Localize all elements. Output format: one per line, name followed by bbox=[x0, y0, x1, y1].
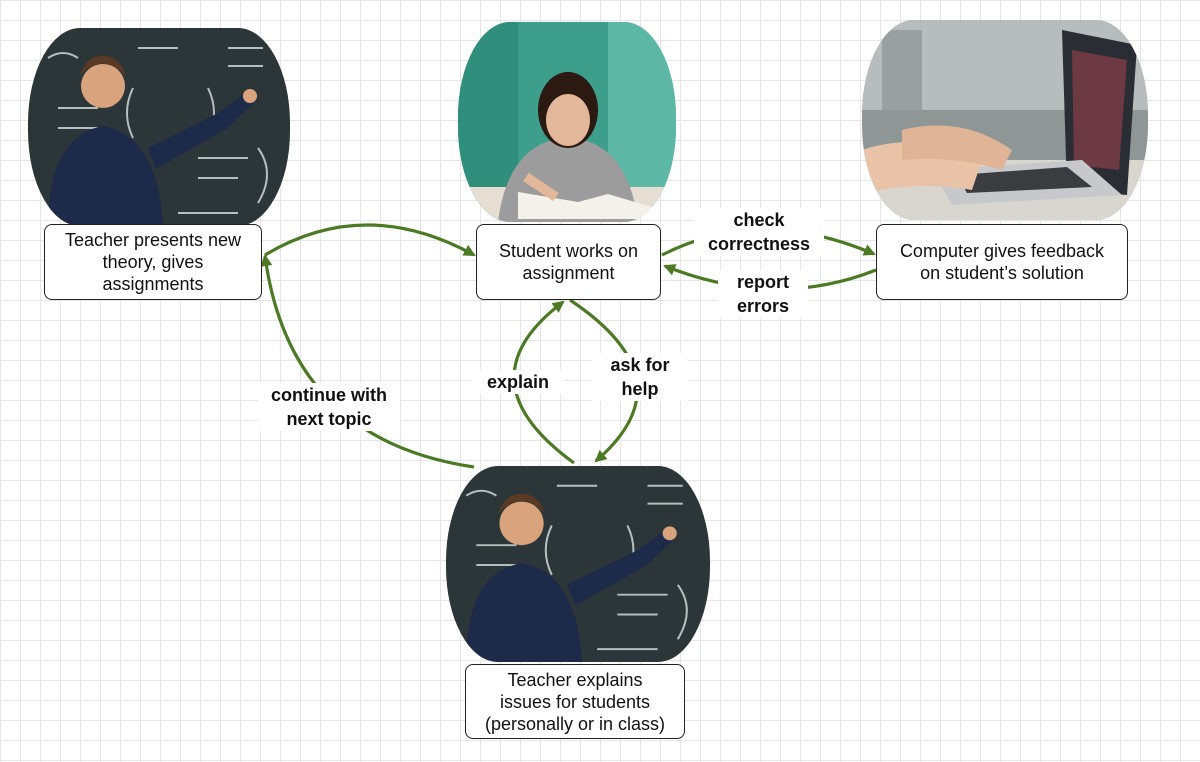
teacher-photo-bottom bbox=[446, 466, 710, 662]
node-computer-feedback: Computer gives feedback on student’s sol… bbox=[876, 224, 1128, 300]
edge-label-check-correctness: check correctness bbox=[694, 208, 824, 256]
node-teacher-explains-label: Teacher explains issues for students (pe… bbox=[484, 669, 666, 734]
edge-label-explain: explain bbox=[472, 370, 564, 394]
edge-label-continue-next-topic: continue with next topic bbox=[258, 383, 400, 431]
edge-label-ask-for-help: ask for help bbox=[592, 353, 688, 401]
arrow-explains-to-presents bbox=[260, 254, 475, 469]
node-student-works: Student works on assignment bbox=[476, 224, 661, 300]
node-computer-feedback-label: Computer gives feedback on student’s sol… bbox=[899, 241, 1105, 283]
node-teacher-presents-label: Teacher presents new theory, gives assig… bbox=[64, 230, 242, 294]
teacher-photo-top bbox=[28, 28, 290, 226]
node-student-works-label: Student works on assignment bbox=[498, 241, 639, 283]
node-teacher-explains: Teacher explains issues for students (pe… bbox=[465, 664, 685, 739]
edge-label-report-errors: report errors bbox=[718, 270, 808, 318]
laptop-photo bbox=[862, 20, 1148, 220]
arrow-presents-to-student bbox=[264, 223, 476, 257]
node-teacher-presents: Teacher presents new theory, gives assig… bbox=[44, 224, 262, 300]
